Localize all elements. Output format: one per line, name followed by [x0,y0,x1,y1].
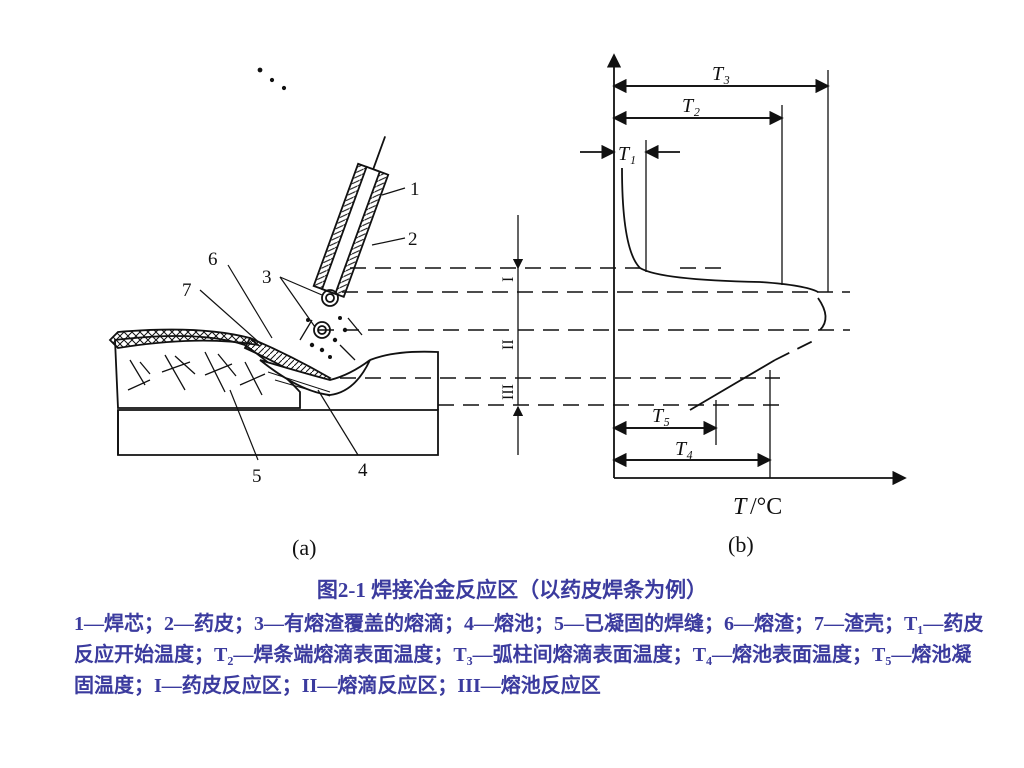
legend-item: T₃—弧柱间熔滴表面温度； [453,644,693,666]
legend-item: T₁—药皮反应开始温度； [74,613,984,666]
callout-2: 2 [408,229,418,250]
legend-item: III—熔池反应区 [457,675,601,697]
legend-item: T₂—焊条端熔滴表面温度； [214,644,454,666]
label-t5: T₅ [652,405,670,427]
welding-reaction-zones-figure: 1 2 3 4 5 6 7 I II III (a) [108,53,907,560]
dashed-guides [318,267,850,406]
panel-a-labels: 1 2 3 4 5 6 7 I II III (a) [182,179,517,560]
panel-a-drawing [108,67,850,461]
axis-unit: /°C [750,494,782,520]
legend-item: II—熔滴反应区； [301,675,458,697]
legend-item: T₅—熔池凝固温度； [74,644,972,697]
callout-5: 5 [252,466,262,487]
panel-b-drawing [580,53,907,486]
legend-item: 5—已凝固的焊缝； [554,613,724,635]
legend-item: 1—焊芯； [74,613,164,635]
legend-item: 6—熔渣； [724,613,814,635]
base-plate [117,409,439,456]
label-t1: T₁ [618,143,636,165]
droplet-upper [321,289,339,307]
legend-item: T₄—熔池表面温度； [692,644,873,666]
axis-label-t: T [733,494,748,520]
callout-3: 3 [262,267,272,288]
temperature-curve-upper [621,167,819,293]
zone-label-ii: II [500,339,517,350]
temperature-curve-pool [689,359,776,411]
panel-b-labels: T₃ T₂ T₁ T₅ T₄ T /°C (b) [618,63,782,557]
label-t2: T₂ [682,95,700,117]
label-t4: T₄ [675,438,693,460]
callout-7: 7 [182,280,192,301]
legend-item: 4—熔池； [464,613,554,635]
zone-label-i: I [500,277,517,282]
zone-label-iii: III [500,384,517,400]
solidified-weld [114,335,301,409]
legend-item: 2—药皮； [164,613,254,635]
panel-label-a: (a) [292,535,316,560]
callout-6: 6 [208,249,218,270]
panel-label-b: (b) [728,532,754,557]
legend-item: 7—渣壳； [814,613,904,635]
legend-item: I—药皮反应区； [154,675,302,697]
legend-item: 3—有熔渣覆盖的熔滴； [254,613,464,635]
callout-1: 1 [410,179,420,200]
electrode [312,136,390,299]
callout-4: 4 [358,460,368,481]
label-t3: T₃ [712,63,730,85]
temperature-curve-droplet [817,297,827,331]
weld-hatch-marks [127,351,266,396]
figure-caption-legend: 1—焊芯；2—药皮；3—有熔渣覆盖的熔滴；4—熔池；5—已凝固的焊缝；6—熔渣；… [74,609,984,702]
figure-caption-title: 图2-1 焊接冶金反应区（以药皮焊条为例） [316,578,708,602]
